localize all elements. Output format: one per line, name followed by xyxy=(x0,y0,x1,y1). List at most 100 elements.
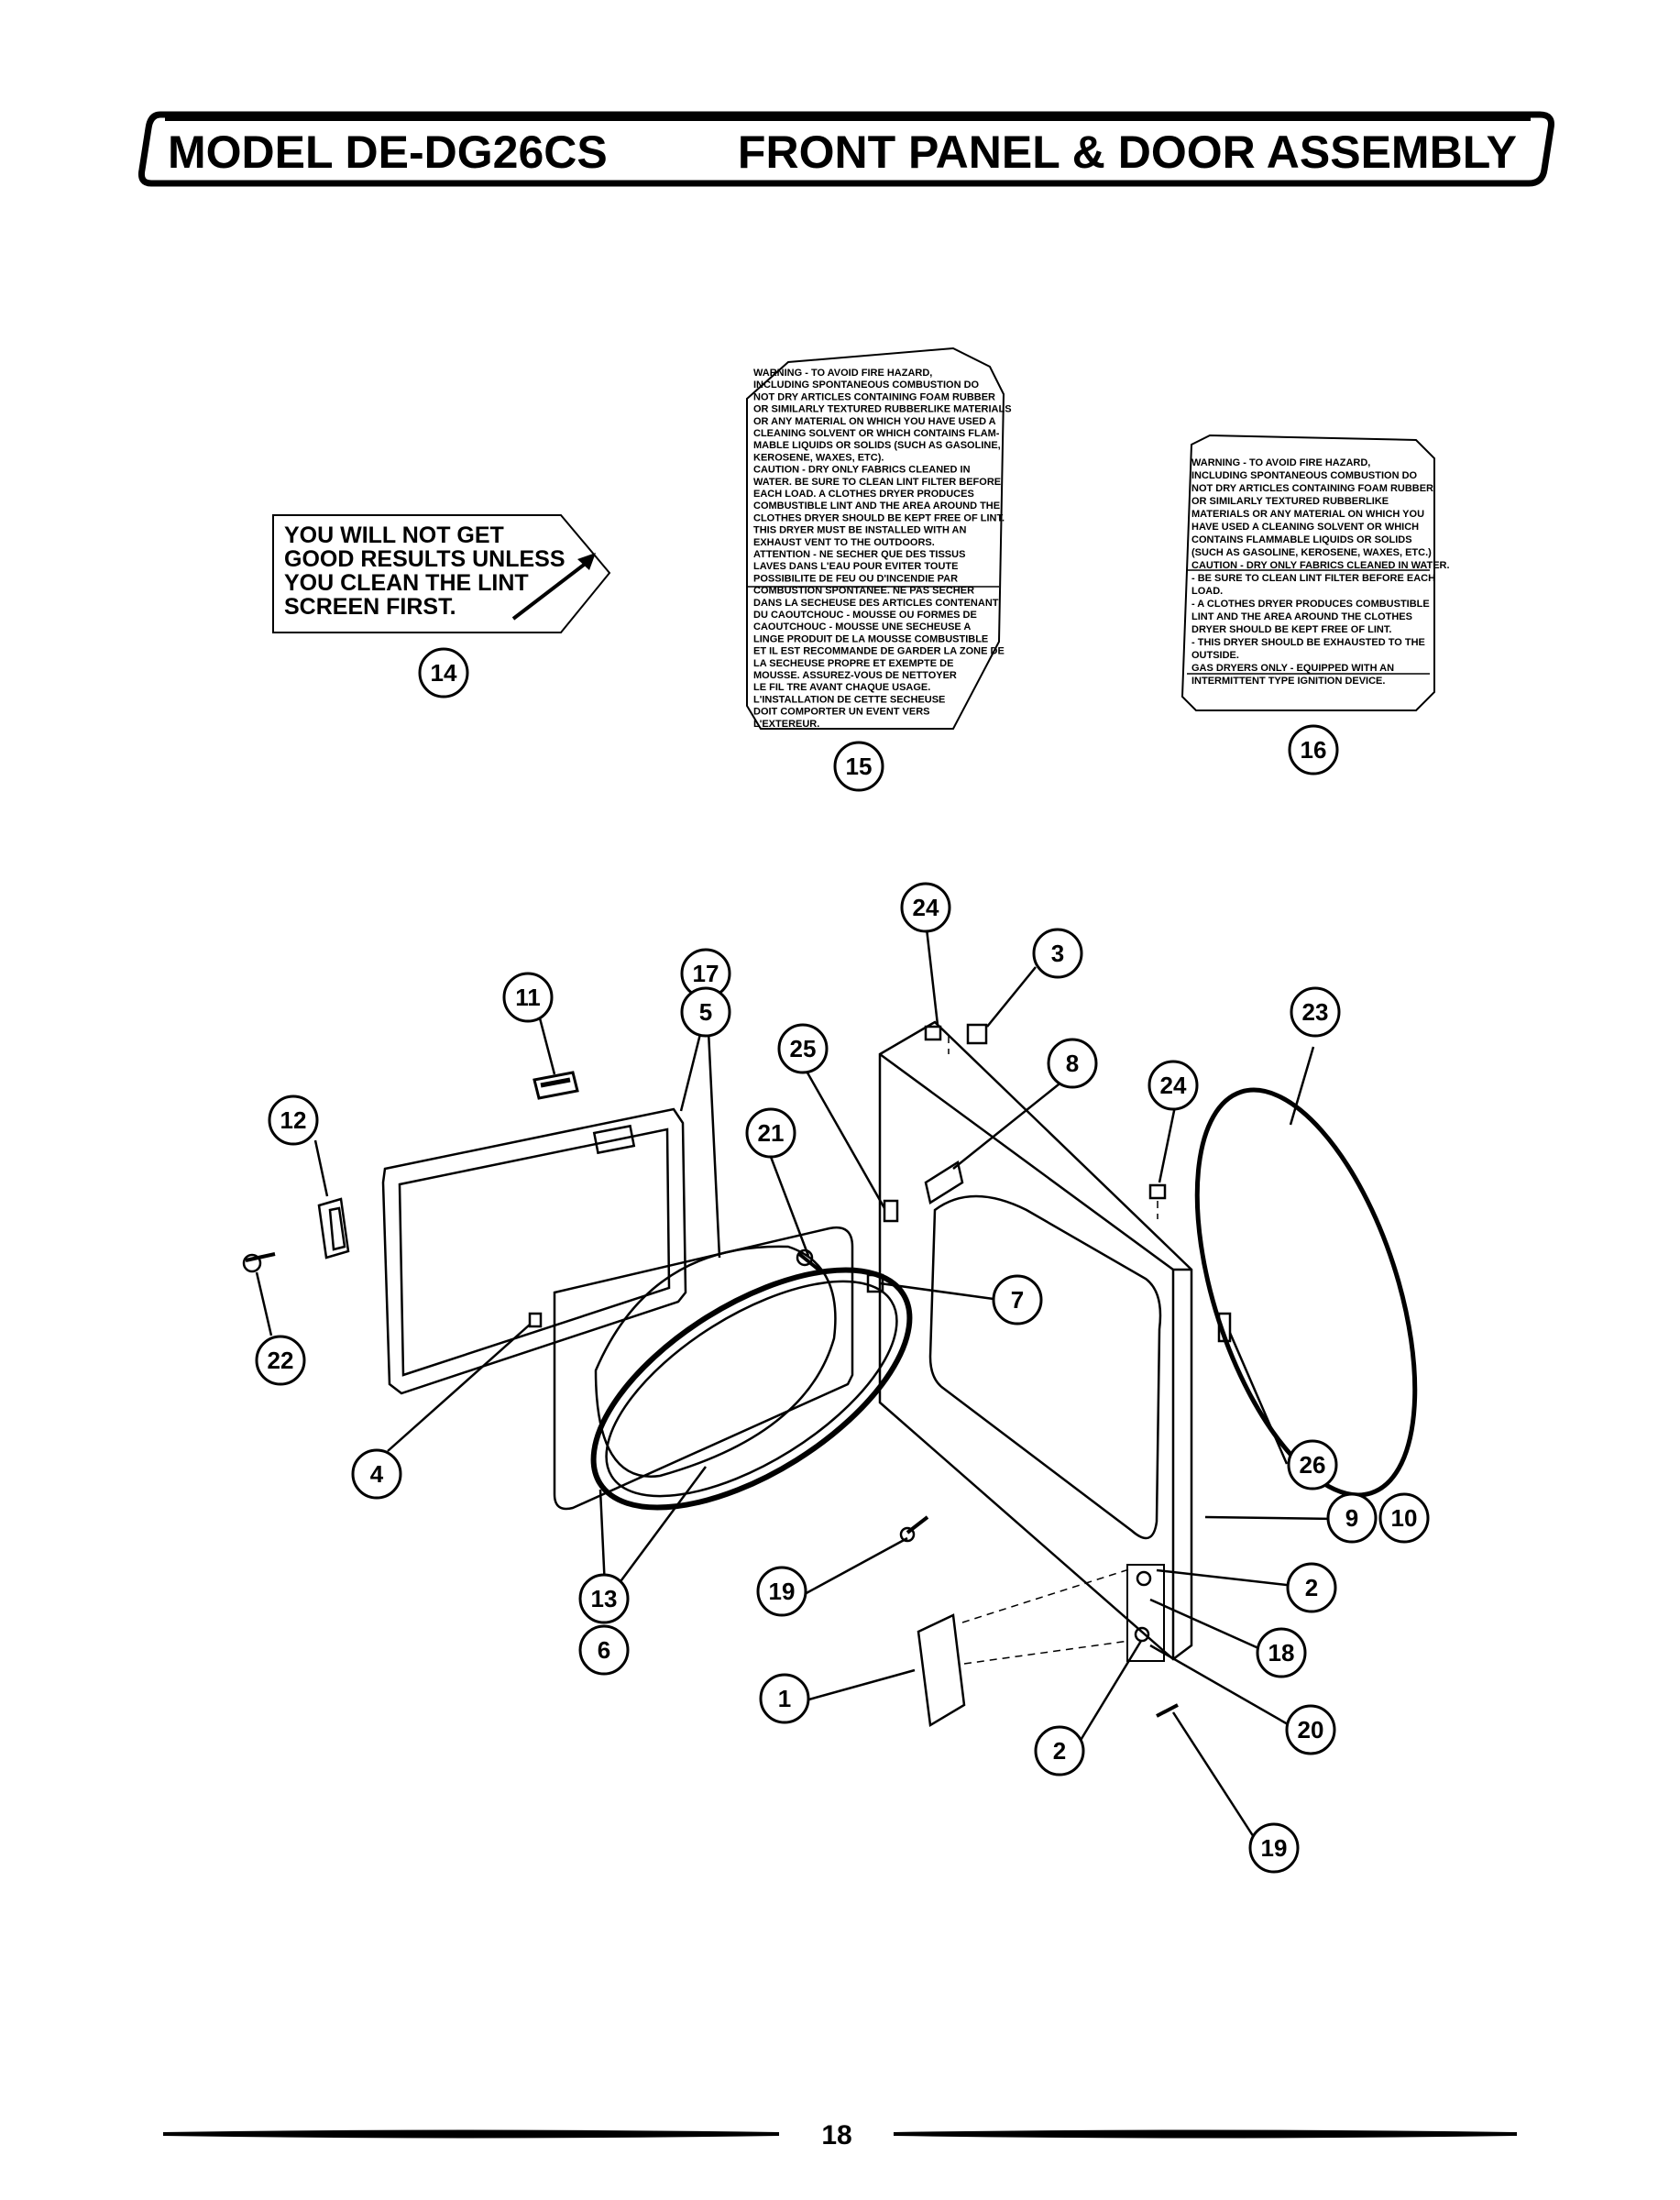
callout-circle xyxy=(1326,1492,1378,1544)
w16-line: HAVE USED A CLEANING SOLVENT OR WHICH xyxy=(1191,522,1419,533)
w15-line: LINGE PRODUIT DE LA MOUSSE COMBUSTIBLE xyxy=(753,633,988,644)
callout-8: 8 xyxy=(1047,1038,1098,1089)
callout-number: 23 xyxy=(1302,998,1329,1026)
w16-line: LINT AND THE AREA AROUND THE CLOTHES xyxy=(1191,611,1412,622)
lint-notice-line-4: SCREEN FIRST. xyxy=(284,594,456,620)
w15-line: ET IL EST RECOMMANDE DE GARDER LA ZONE D… xyxy=(753,646,1005,657)
w16-line: DRYER SHOULD BE KEPT FREE OF LINT. xyxy=(1191,624,1391,635)
callout-2: 2 xyxy=(1286,1562,1337,1613)
callout-number: 5 xyxy=(699,998,712,1026)
w16-line: NOT DRY ARTICLES CONTAINING FOAM RUBBER xyxy=(1191,483,1433,494)
callout-24: 24 xyxy=(1147,1060,1199,1111)
w16-line: GAS DRYERS ONLY - EQUIPPED WITH AN xyxy=(1191,663,1394,674)
callout-number: 14 xyxy=(431,659,457,687)
w15-line: CAUTION - DRY ONLY FABRICS CLEANED IN xyxy=(753,465,971,476)
w16-line: MATERIALS OR ANY MATERIAL ON WHICH YOU xyxy=(1191,509,1424,520)
front-panel-assembly-drawing xyxy=(242,1020,1418,1728)
callout-circle xyxy=(777,1023,829,1074)
w16-line: LOAD. xyxy=(1191,586,1223,597)
callout-number: 11 xyxy=(515,984,541,1011)
callout-22: 22 xyxy=(255,1335,306,1386)
callout-circle xyxy=(1256,1627,1307,1678)
callout-number: 10 xyxy=(1391,1504,1418,1532)
callout-14: 14 xyxy=(418,647,469,698)
w16-line: OUTSIDE. xyxy=(1191,650,1239,661)
callout-number: 3 xyxy=(1051,940,1064,967)
callout-number: 1 xyxy=(778,1685,791,1712)
callout-number: 7 xyxy=(1011,1286,1024,1314)
callout-circle xyxy=(1286,1562,1337,1613)
callout-3: 3 xyxy=(1032,928,1083,979)
callout-number: 26 xyxy=(1300,1451,1326,1479)
callout-2: 2 xyxy=(1034,1725,1085,1776)
callout-number: 24 xyxy=(1160,1072,1187,1099)
callout-circle xyxy=(1034,1725,1085,1776)
callout-23: 23 xyxy=(1290,986,1341,1038)
callout-circle xyxy=(900,882,951,933)
w15-line: L'EXTEREUR. xyxy=(753,719,819,730)
callout-circle xyxy=(1288,724,1339,776)
warning-label-15: WARNING - TO AVOID FIRE HAZARD,INCLUDING… xyxy=(746,346,1012,730)
callout-circle xyxy=(1287,1439,1338,1490)
callout-18: 18 xyxy=(1256,1627,1307,1678)
callout-number: 6 xyxy=(598,1636,610,1664)
callout-17: 17 xyxy=(680,948,731,999)
w16-line: (SUCH AS GASOLINE, KEROSENE, WAXES, ETC.… xyxy=(1191,547,1432,558)
page-number: 18 xyxy=(821,2120,851,2150)
callout-5: 5 xyxy=(680,986,731,1038)
callout-number: 2 xyxy=(1053,1737,1066,1765)
callout-circle xyxy=(745,1107,796,1159)
callout-number: 19 xyxy=(1261,1834,1288,1862)
callout-21: 21 xyxy=(745,1107,796,1159)
callout-9: 9 xyxy=(1326,1492,1378,1544)
callout-number: 15 xyxy=(846,753,873,780)
callout-number: 13 xyxy=(591,1585,618,1612)
lint-notice-line-2: GOOD RESULTS UNLESS xyxy=(284,546,565,572)
callout-number: 22 xyxy=(268,1347,294,1374)
w15-line: DOIT COMPORTER UN EVENT VERS xyxy=(753,707,930,718)
w15-line: NOT DRY ARTICLES CONTAINING FOAM RUBBER xyxy=(753,391,995,402)
callout-circle xyxy=(756,1566,807,1617)
callout-number: 19 xyxy=(769,1578,796,1605)
w15-line: MOUSSE. ASSUREZ-VOUS DE NETTOYER xyxy=(753,670,957,681)
w15-line: DANS LA SECHEUSE DES ARTICLES CONTENANT xyxy=(753,598,999,609)
w15-line: CAOUTCHOUC - MOUSSE UNE SECHEUSE A xyxy=(753,622,971,632)
callout-26: 26 xyxy=(1287,1439,1338,1490)
callout-circle xyxy=(255,1335,306,1386)
w15-line: LAVES DANS L'EAU POUR EVITER TOUTE xyxy=(753,561,958,572)
callout-circle xyxy=(1248,1822,1300,1874)
callout-circle xyxy=(351,1448,402,1500)
callout-number: 24 xyxy=(913,894,939,921)
w15-line: EXHAUST VENT TO THE OUTDOORS. xyxy=(753,537,935,548)
w15-line: KEROSENE, WAXES, ETC). xyxy=(753,452,884,463)
warning-label-16: WARNING - TO AVOID FIRE HAZARD,INCLUDING… xyxy=(1180,434,1450,711)
w15-line: LA SECHEUSE PROPRE ET EXEMPTE DE xyxy=(753,658,953,669)
section-title: FRONT PANEL & DOOR ASSEMBLY xyxy=(738,126,1517,178)
callout-circle xyxy=(1290,986,1341,1038)
callout-10: 10 xyxy=(1378,1492,1430,1544)
callout-6: 6 xyxy=(578,1624,630,1676)
callout-number: 17 xyxy=(693,960,719,987)
w16-line: - BE SURE TO CLEAN LINT FILTER BEFORE EA… xyxy=(1191,573,1435,584)
callout-circle xyxy=(1285,1704,1336,1755)
w15-line: CLOTHES DRYER SHOULD BE KEPT FREE OF LIN… xyxy=(753,512,1005,523)
callout-19: 19 xyxy=(756,1566,807,1617)
callout-circle xyxy=(578,1573,630,1624)
callout-circle xyxy=(268,1094,319,1146)
callout-number: 8 xyxy=(1066,1050,1079,1077)
callout-number: 21 xyxy=(758,1119,785,1147)
w16-line: WARNING - TO AVOID FIRE HAZARD, xyxy=(1191,457,1370,468)
w15-line: EACH LOAD. A CLOTHES DRYER PRODUCES xyxy=(753,489,974,500)
callout-circle xyxy=(1047,1038,1098,1089)
w16-line: - THIS DRYER SHOULD BE EXHAUSTED TO THE xyxy=(1191,637,1425,648)
w15-line: WARNING - TO AVOID FIRE HAZARD, xyxy=(753,368,932,379)
callout-circle xyxy=(1032,928,1083,979)
w15-line: DU CAOUTCHOUC - MOUSSE OU FORMES DE xyxy=(753,610,977,621)
w15-line: MABLE LIQUIDS OR SOLIDS (SUCH AS GASOLIN… xyxy=(753,440,1001,451)
callout-19: 19 xyxy=(1248,1822,1300,1874)
callout-number: 25 xyxy=(790,1035,817,1062)
w15-line: L'INSTALLATION DE CETTE SECHEUSE xyxy=(753,694,945,705)
callout-4: 4 xyxy=(351,1448,402,1500)
callout-circle xyxy=(833,741,884,792)
